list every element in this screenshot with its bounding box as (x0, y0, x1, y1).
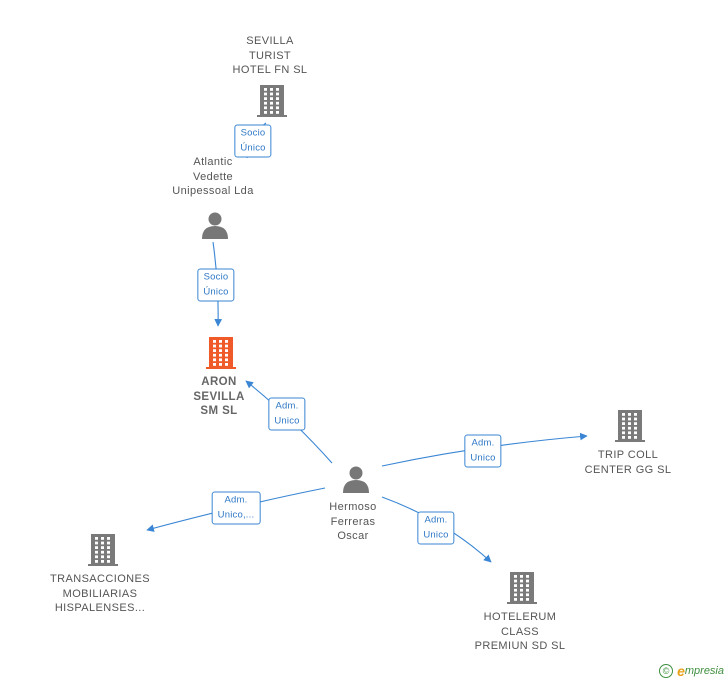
building-icon-hotelerum[interactable] (507, 572, 537, 604)
node-label-line: Atlantic (193, 156, 233, 168)
node-label-line: TRANSACCIONES (50, 573, 150, 585)
edge-label-text: Socio (203, 271, 229, 283)
footer-brand: © e mpresia (659, 663, 724, 679)
node-label-trip_coll[interactable]: TRIP COLL CENTER GG SL (585, 448, 672, 477)
node-label-line: SM SL (200, 405, 238, 417)
node-label-transacciones[interactable]: TRANSACCIONES MOBILIARIAS HISPALENSES... (50, 572, 150, 616)
node-label-hotelerum[interactable]: HOTELERUM CLASS PREMIUN SD SL (475, 610, 566, 654)
edge-label-hermoso-to-trip_coll[interactable]: Adm. Unico (464, 434, 502, 468)
node-label-line: SEVILLA (246, 35, 294, 47)
person-icon-atlantic_vedette[interactable] (202, 212, 228, 240)
node-label-line: HISPALENSES... (54, 602, 146, 614)
node-label-line: CLASS (500, 625, 540, 638)
building-icon-trip_coll[interactable] (615, 410, 645, 442)
brand-name: mpresia (684, 665, 724, 677)
edge-label-text: Único (240, 142, 266, 153)
edge-label-text: Adm. (275, 400, 299, 412)
edge-label-text: Unico (470, 452, 496, 463)
building-icon-sevilla_turist[interactable] (257, 85, 287, 117)
node-label-line: CENTER GG SL (584, 463, 672, 476)
building-icon-aron_sevilla[interactable] (206, 337, 236, 369)
person-icon-hermoso[interactable] (343, 466, 369, 494)
node-label-line: SEVILLA (193, 390, 245, 403)
node-label-line: Ferreras (330, 515, 376, 528)
node-label-sevilla_turist[interactable]: SEVILLA TURIST HOTEL FN SL (233, 34, 308, 78)
node-label-line: Unipessoal Lda (172, 185, 254, 197)
edge-label-text: Unico,... (217, 509, 255, 520)
edge-label-hermoso-to-hotelerum[interactable]: Adm. Unico (417, 511, 455, 545)
edge-label-hermoso-to-aron_sevilla[interactable]: Adm. Unico (268, 397, 306, 431)
node-label-line: Hermoso (329, 501, 377, 513)
edge-label-text: Adm. (471, 437, 495, 449)
node-label-line: Vedette (192, 170, 234, 183)
edge-label-text: Socio (240, 127, 266, 139)
icons-layer (88, 85, 645, 604)
node-label-line: MOBILIARIAS (62, 587, 138, 600)
edge-label-text: Adm. (424, 514, 448, 526)
edge-label-hermoso-to-transacciones[interactable]: Adm. Unico,... (211, 491, 261, 525)
edge-label-text: Único (203, 286, 229, 297)
node-label-line: TRIP COLL (597, 449, 659, 461)
node-label-line: TURIST (248, 49, 292, 62)
node-label-line: Oscar (337, 530, 369, 542)
node-label-line: ARON (201, 376, 237, 388)
node-label-line: HOTEL FN SL (232, 64, 308, 76)
building-icon-transacciones[interactable] (88, 534, 118, 566)
copyright-icon: © (659, 664, 674, 678)
edge-label-text: Unico (423, 529, 449, 540)
node-label-aron_sevilla[interactable]: ARON SEVILLA SM SL (193, 375, 244, 419)
brand-initial: e (677, 663, 685, 679)
edge-label-text: Adm. (224, 494, 248, 506)
node-label-line: PREMIUN SD SL (474, 640, 566, 652)
edge-label-text: Unico (274, 415, 300, 426)
node-label-line: HOTELERUM (483, 611, 557, 623)
